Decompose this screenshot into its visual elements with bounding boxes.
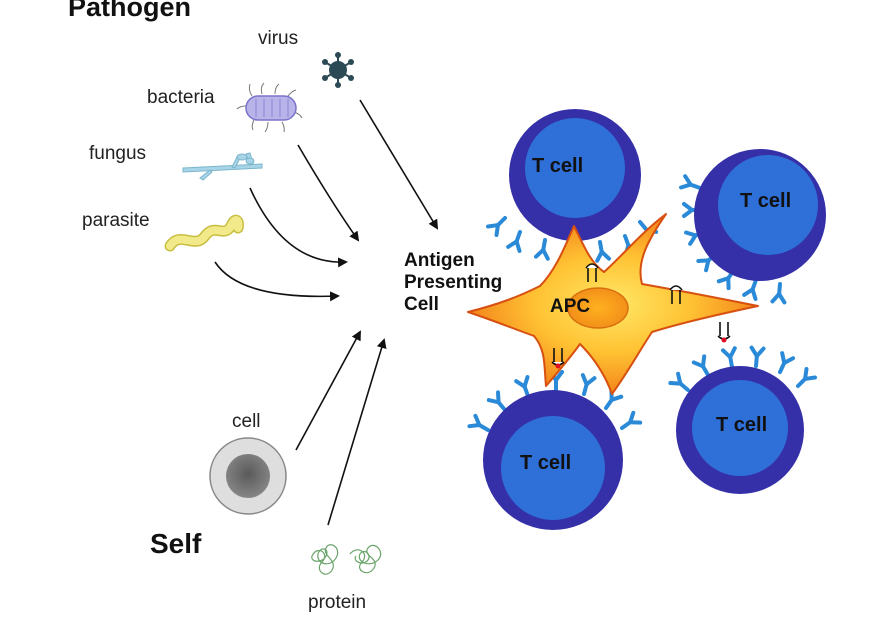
pathogen-heading: Pathogen (68, 0, 192, 22)
t-cell-top (509, 109, 641, 241)
t-cell-label-top-right: T cell (740, 190, 792, 212)
apc-label: APC (550, 296, 591, 317)
apc-caption-line1: Antigen (404, 250, 475, 271)
protein-label: protein (308, 592, 367, 613)
t-cell-label-bottom-left: T cell (520, 452, 572, 474)
apc-caption-line2: Presenting (404, 272, 503, 293)
self-cell-icon (209, 437, 287, 515)
t-cell-label-top: T cell (532, 155, 584, 177)
t-cell-bottom-left (483, 390, 623, 530)
protein-icon (311, 544, 382, 575)
arrow-protein (327, 338, 387, 526)
parasite-icon (164, 214, 244, 252)
virus-label: virus (258, 28, 299, 49)
apc-caption-line3: Cell (404, 294, 439, 315)
self-heading: Self (150, 528, 202, 559)
arrow-virus (359, 99, 439, 230)
arrow-fungus (249, 187, 348, 268)
arrow-parasite (214, 261, 340, 302)
bacteria-label: bacteria (147, 87, 215, 108)
cell-label: cell (232, 411, 261, 432)
fungus-label: fungus (89, 143, 147, 164)
apc-caption: Antigen Presenting Cell (404, 250, 502, 316)
arrow-bacteria (297, 144, 360, 242)
bacteria-icon (236, 82, 303, 133)
t-cell-top-right (694, 149, 826, 281)
fungus-icon (182, 152, 263, 181)
virus-icon (322, 52, 354, 88)
arrow-cell (295, 330, 361, 451)
t-cell-label-bottom-right: T cell (716, 414, 768, 436)
apc-cell (467, 213, 759, 395)
t-cell-bottom-right (676, 366, 804, 494)
parasite-label: parasite (82, 210, 150, 231)
